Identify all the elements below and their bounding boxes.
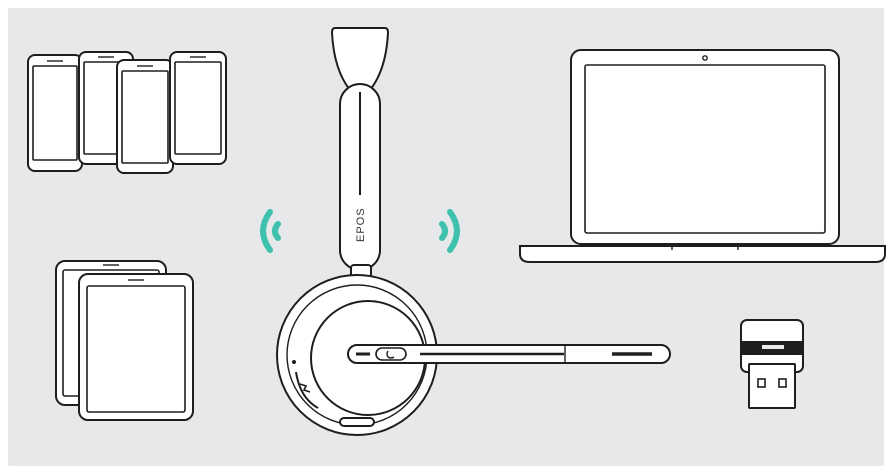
usb-dongle-icon — [741, 320, 803, 408]
smartphone-icon — [117, 60, 173, 173]
smartphone-icon — [28, 55, 82, 171]
smartphones-group — [28, 52, 226, 173]
usb-connector — [749, 364, 795, 408]
tablets-group — [56, 261, 193, 420]
laptop-screen — [585, 65, 825, 233]
smartphone-icon — [170, 52, 226, 164]
laptop-icon — [520, 50, 885, 262]
brand-label: EPOS — [355, 207, 367, 242]
tablet-icon — [79, 274, 193, 420]
laptop-base — [520, 246, 885, 262]
